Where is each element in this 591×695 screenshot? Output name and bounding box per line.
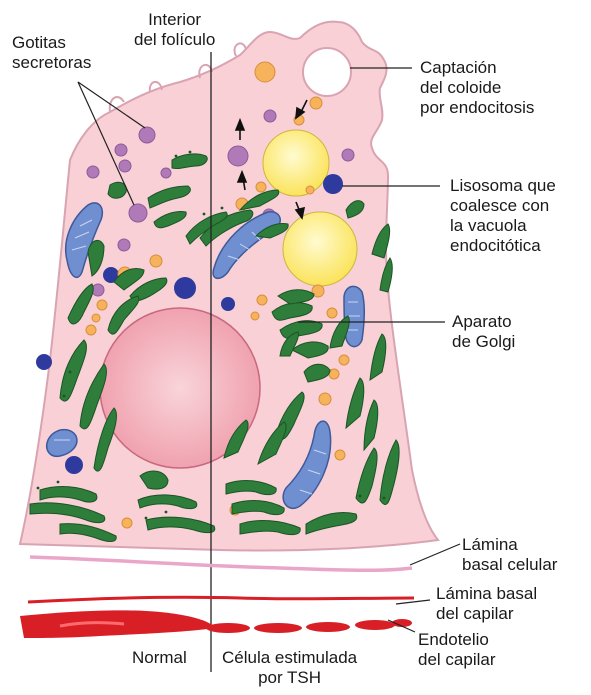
label-interior-foliculo: Interior del folículo — [134, 10, 215, 50]
label-estimulada-line1: Célula estimulada — [222, 648, 357, 668]
label-lamina-basal-celular: Lámina basal celular — [462, 535, 557, 575]
label-golgi-line2: de Golgi — [452, 332, 515, 352]
label-captacion-coloide: Captación del coloide por endocitosis — [420, 58, 534, 118]
basal-lamina-cell — [30, 557, 412, 570]
label-endotelio-line1: Endotelio — [418, 630, 496, 650]
label-gotitas-line2: secretoras — [12, 53, 91, 73]
label-lisosoma-line1: Lisosoma que — [450, 176, 556, 196]
label-normal-text: Normal — [132, 648, 187, 668]
label-endotelio-line2: del capilar — [418, 650, 496, 670]
label-interior-line1: Interior — [134, 10, 215, 30]
label-aparato-golgi: Aparato de Golgi — [452, 312, 515, 352]
label-golgi-line1: Aparato — [452, 312, 515, 332]
label-lisosoma-line4: endocitótica — [450, 236, 556, 256]
label-normal: Normal — [132, 648, 187, 668]
capillary-endothelium-stimulated — [206, 619, 412, 633]
colloid-vacuole-2 — [283, 212, 357, 286]
label-lamina-capilar-line2: del capilar — [436, 604, 537, 624]
basal-lamina-capillary — [28, 597, 414, 602]
label-lamina-celular-line2: basal celular — [462, 555, 557, 575]
label-lamina-celular-line1: Lámina — [462, 535, 557, 555]
colloid-vacuole-1 — [263, 130, 329, 196]
label-interior-line2: del folículo — [134, 30, 215, 50]
label-estimulada-line2: por TSH — [222, 668, 357, 688]
label-celula-estimulada: Célula estimulada por TSH — [222, 648, 357, 688]
label-gotitas-secretoras: Gotitas secretoras — [12, 33, 91, 73]
label-gotitas-line1: Gotitas — [12, 33, 91, 53]
label-lisosoma: Lisosoma que coalesce con la vacuola end… — [450, 176, 556, 256]
label-lisosoma-line3: la vacuola — [450, 216, 556, 236]
label-captacion-line3: por endocitosis — [420, 98, 534, 118]
label-captacion-line1: Captación — [420, 58, 534, 78]
label-endotelio-capilar: Endotelio del capilar — [418, 630, 496, 670]
label-lisosoma-line2: coalesce con — [450, 196, 556, 216]
label-lamina-capilar-line1: Lámina basal — [436, 584, 537, 604]
label-captacion-line2: del coloide — [420, 78, 534, 98]
label-lamina-basal-capilar: Lámina basal del capilar — [436, 584, 537, 624]
endocytic-vesicle — [303, 48, 351, 96]
